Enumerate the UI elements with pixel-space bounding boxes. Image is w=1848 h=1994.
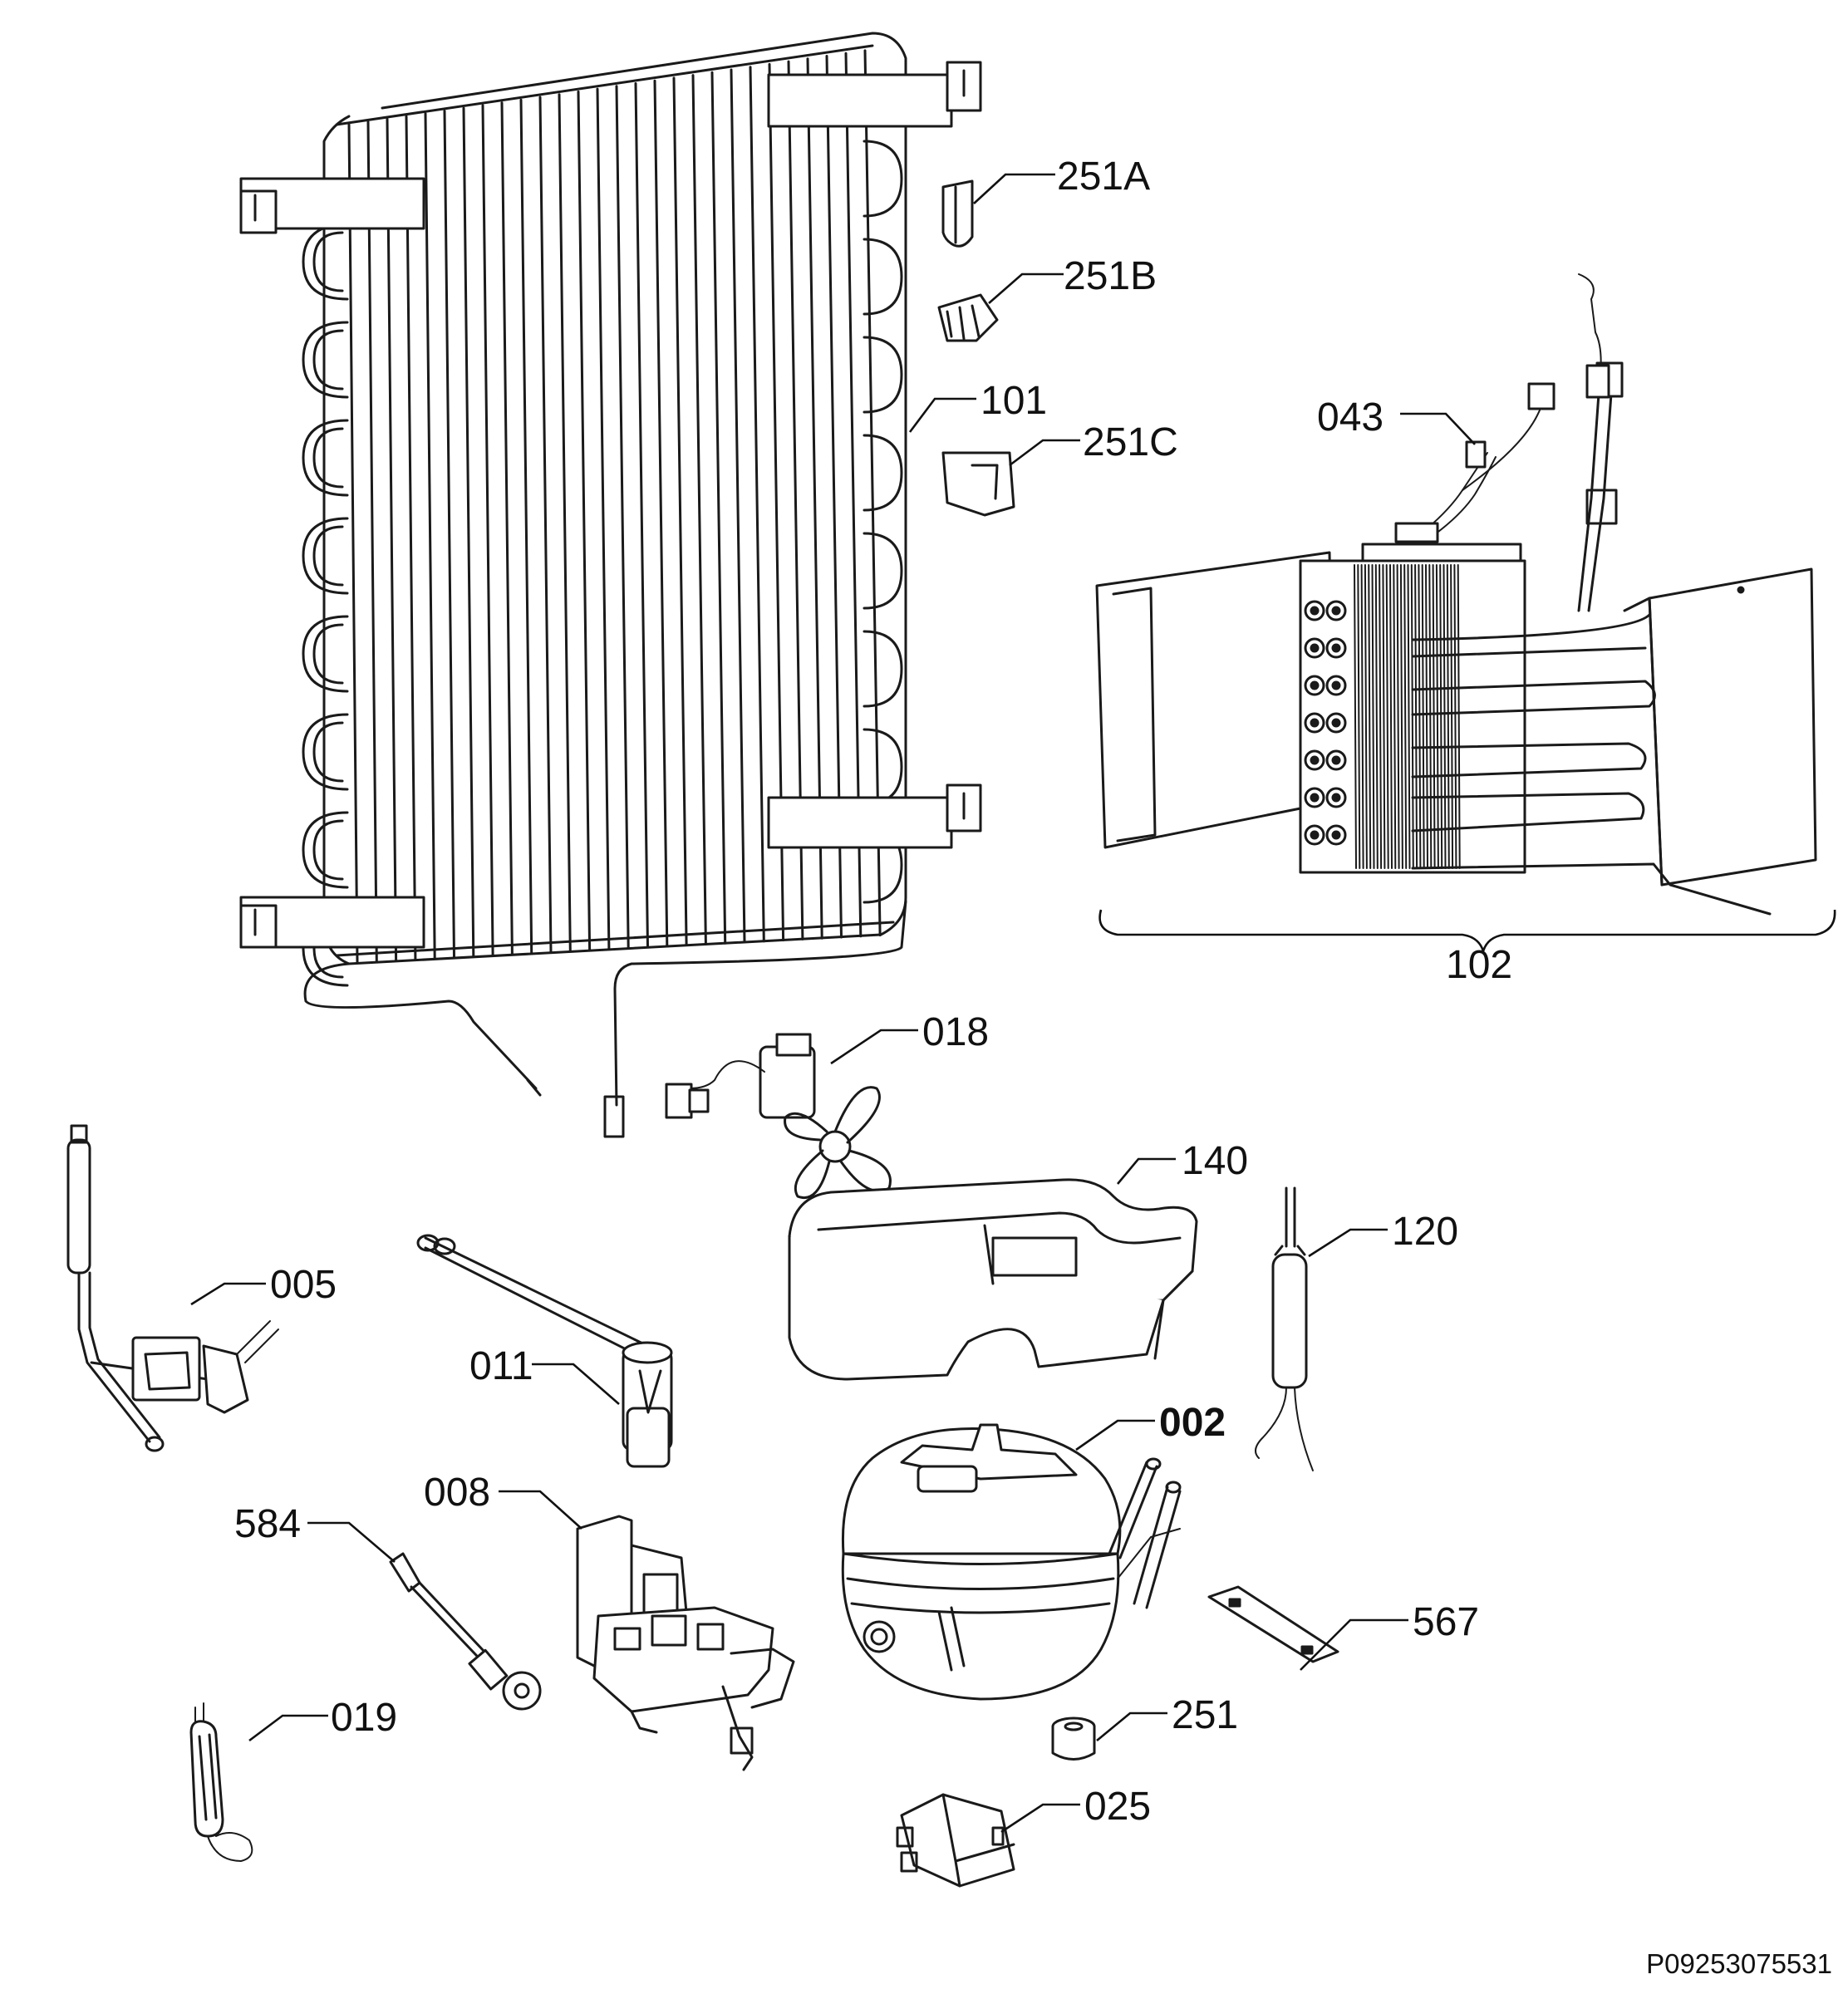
evaporator-assembly [1095, 273, 1817, 916]
condenser-coil [239, 32, 982, 1138]
label-compressor: 002 [1159, 1401, 1226, 1445]
label-condenser: 101 [981, 379, 1047, 423]
label-thermal-sensor: 011 [469, 1344, 533, 1388]
heater [189, 1702, 253, 1862]
label-filter-drier: 120 [1392, 1210, 1458, 1254]
fan-motor [665, 1033, 892, 1199]
label-drip-tray: 140 [1182, 1139, 1248, 1183]
clip-251c [941, 451, 1015, 517]
label-solenoid-valve: 005 [270, 1263, 337, 1307]
thermal-sensor [416, 1234, 673, 1468]
label-evaporator-harness: 043 [1317, 395, 1384, 440]
solenoid-valve [66, 1124, 279, 1452]
filter-drier [1255, 1186, 1314, 1471]
label-clip-251b: 251B [1064, 254, 1157, 298]
ntc-sensor [389, 1552, 542, 1711]
label-ntc-sensor: 584 [234, 1502, 301, 1546]
label-evaporator: 102 [1446, 943, 1512, 987]
grommet [1051, 1717, 1096, 1761]
bracket [1207, 1585, 1339, 1663]
label-heater: 019 [331, 1696, 397, 1740]
label-bracket: 567 [1413, 1600, 1479, 1644]
label-electronic-board: 008 [424, 1471, 490, 1515]
compressor [841, 1423, 1182, 1701]
electronic-board [576, 1515, 795, 1771]
label-grommet: 251 [1172, 1693, 1238, 1737]
label-relay: 025 [1084, 1785, 1151, 1829]
clip-251b [937, 293, 999, 342]
clip-251a [941, 179, 974, 248]
relay [896, 1793, 1015, 1888]
label-fan-motor: 018 [922, 1010, 989, 1054]
drip-tray [788, 1178, 1198, 1381]
label-clip-251a: 251A [1057, 155, 1150, 199]
label-clip-251c: 251C [1083, 420, 1178, 464]
document-id: P09253075531 [1646, 1948, 1832, 1979]
